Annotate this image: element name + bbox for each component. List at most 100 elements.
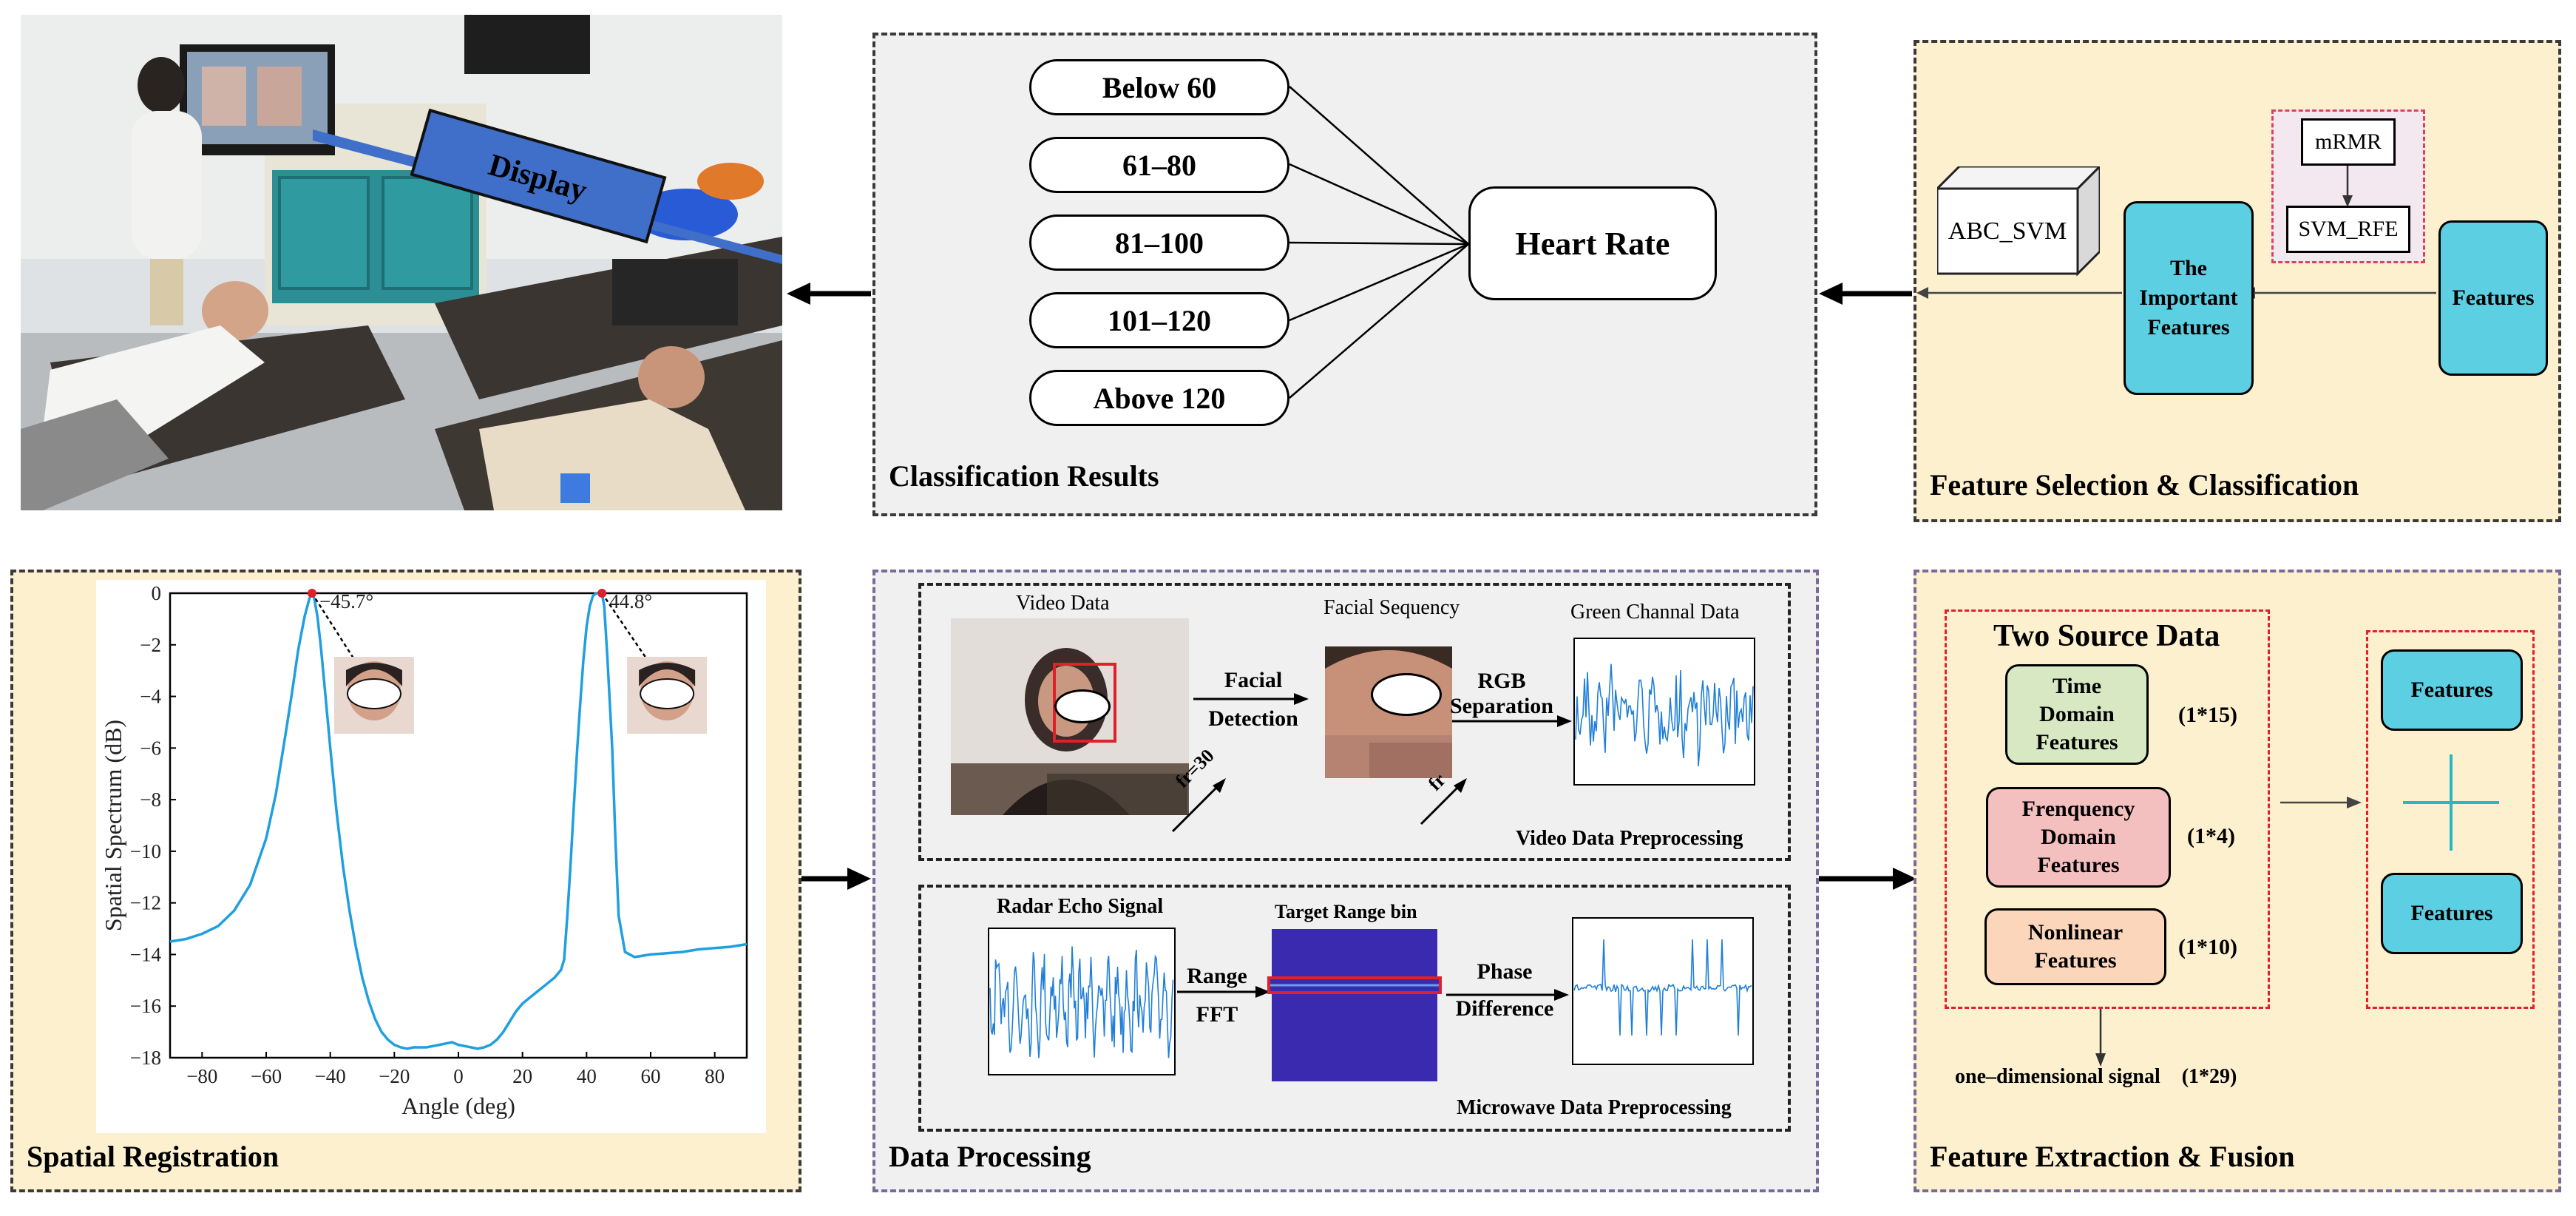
micro-pre-label: Microwave Data Preprocessing	[1457, 1096, 1732, 1119]
mrmr-arrow	[2342, 166, 2353, 207]
video-pre-label: Video Data Preprocessing	[1516, 827, 1743, 850]
one-dim-arrow	[2095, 1009, 2106, 1067]
important-features-box: The Important Features	[2123, 201, 2254, 395]
fusion-plus-icon	[2403, 754, 2499, 851]
face-thumbnail-mask	[640, 678, 695, 709]
face-mask	[1054, 689, 1111, 723]
x-tick-label: 40	[577, 1065, 597, 1087]
y-tick-label: −2	[140, 634, 161, 656]
y-axis-label: Spatial Spectrum (dB)	[100, 720, 126, 931]
class-81-100: 81–100	[1029, 215, 1289, 271]
freq-line-3: Features	[2037, 853, 2120, 877]
peak-label: 44.8°	[609, 590, 652, 612]
time-dim-label: (1*15)	[2178, 703, 2237, 727]
classification-title: Classification Results	[889, 459, 1159, 493]
y-tick-label: −6	[140, 737, 161, 759]
x-tick-label: 20	[512, 1065, 532, 1087]
video-data-label: Video Data	[1016, 592, 1110, 615]
phase-line-2: Difference	[1455, 996, 1554, 1021]
x-tick-label: −60	[251, 1065, 282, 1087]
flow-arrows	[787, 283, 1916, 890]
target-range-highlight	[1267, 976, 1442, 994]
green-channel-waveform	[1575, 663, 1754, 767]
freq-dim-label: (1*4)	[2187, 824, 2235, 848]
lab-photo-illustration: Display	[21, 15, 782, 510]
rgb-separation-label: RGB Separation	[1446, 669, 1557, 719]
y-tick-label: −10	[130, 840, 161, 862]
phase-difference-label: Phase Difference	[1442, 959, 1567, 1022]
x-tick-label: 0	[453, 1065, 464, 1087]
frequency-domain-box: Frenquency Domain Features	[1986, 787, 2171, 888]
target-range-label: Target Range bin	[1275, 901, 1417, 922]
radar-echo-label: Radar Echo Signal	[997, 895, 1164, 918]
peak-marker	[307, 589, 316, 598]
radar-echo-signal	[988, 928, 1176, 1075]
one-dim-text: one–dimensional signal	[1955, 1065, 2160, 1088]
one-dim-label: one–dimensional signal (1*29)	[1955, 1065, 2237, 1089]
class-101-120: 101–120	[1029, 292, 1289, 348]
nonlinear-box: Nonlinear Features	[1984, 908, 2166, 985]
rgb-line-2: Separation	[1449, 694, 1553, 718]
peak-label: −45.7°	[319, 590, 373, 612]
rgb-separation-arrow	[1452, 715, 1572, 727]
video-pre-group	[918, 583, 1791, 861]
phase-difference-waveform	[1573, 939, 1752, 1036]
fusion-group	[2366, 630, 2535, 1009]
abc-svm-cube	[1937, 166, 2100, 277]
features-to-important-arrow	[2243, 287, 2436, 299]
phase-difference-arrow	[1446, 989, 1569, 1001]
y-tick-label: −16	[130, 995, 161, 1017]
one-dim-size: (1*29)	[2181, 1065, 2237, 1088]
nonlinear-dim-label: (1*10)	[2178, 935, 2237, 959]
freq-line-2: Domain	[2041, 825, 2116, 849]
class-61-80: 61–80	[1029, 137, 1289, 193]
y-tick-label: −4	[140, 686, 161, 708]
facial-sequency-label: Facial Sequency	[1323, 596, 1460, 619]
important-line-3: Features	[2147, 315, 2230, 340]
class-above-120: Above 120	[1029, 370, 1289, 426]
micro-pre-group	[918, 885, 1791, 1132]
x-tick-label: 60	[641, 1065, 661, 1087]
x-tick-label: −20	[379, 1065, 410, 1087]
selection-features-box: Features	[2438, 220, 2548, 376]
signal-frame	[1573, 638, 1755, 786]
fusion-arrow	[2280, 797, 2362, 808]
range-line-2: FFT	[1196, 1002, 1238, 1027]
freq-line-1: Frenquency	[2021, 797, 2135, 821]
abc-svm-label: ABC_SVM	[1948, 217, 2067, 245]
two-source-group	[1945, 609, 2270, 1009]
nonlinear-line-2: Features	[2034, 948, 2117, 973]
time-domain-box: Time Domain Features	[2005, 664, 2149, 765]
green-channel-signal	[1573, 638, 1755, 786]
y-tick-label: −8	[140, 788, 161, 811]
peak-leader-line	[601, 592, 651, 663]
heart-rate-box: Heart Rate	[1468, 186, 1717, 300]
peak-marker	[597, 589, 607, 598]
important-line-2: Important	[2139, 286, 2238, 310]
signal-frame	[988, 928, 1176, 1075]
nonlinear-line-1: Nonlinear	[2027, 920, 2123, 945]
selection-arrows	[1916, 287, 2122, 299]
sequence-face-mask	[1371, 673, 1442, 716]
svm-rfe-box: SVM_RFE	[2286, 206, 2410, 253]
fusion-features-top: Features	[2381, 649, 2523, 731]
x-axis-label: Angle (deg)	[401, 1092, 515, 1119]
class-connectors	[1289, 86, 1469, 399]
face-thumbnail-hair	[345, 663, 402, 686]
data-processing-title: Data Processing	[889, 1140, 1091, 1173]
range-fft-label: Range FFT	[1173, 963, 1261, 1028]
peak-leader-line	[311, 592, 358, 663]
x-tick-label: 80	[705, 1065, 725, 1087]
y-tick-label: −18	[130, 1047, 161, 1069]
important-line-1: The	[2169, 256, 2207, 280]
x-tick-label: −80	[186, 1065, 217, 1087]
facial-sequence-stack	[1325, 646, 1452, 778]
facial-detection-arrow	[1193, 693, 1309, 705]
feature-extraction-title: Feature Extraction & Fusion	[1930, 1140, 2295, 1173]
green-channel-label: Green Channal Data	[1570, 601, 1740, 624]
class-below-60: Below 60	[1029, 59, 1289, 115]
feature-selection-title: Feature Selection & Classification	[1930, 468, 2359, 501]
y-tick-label: −12	[130, 892, 161, 914]
